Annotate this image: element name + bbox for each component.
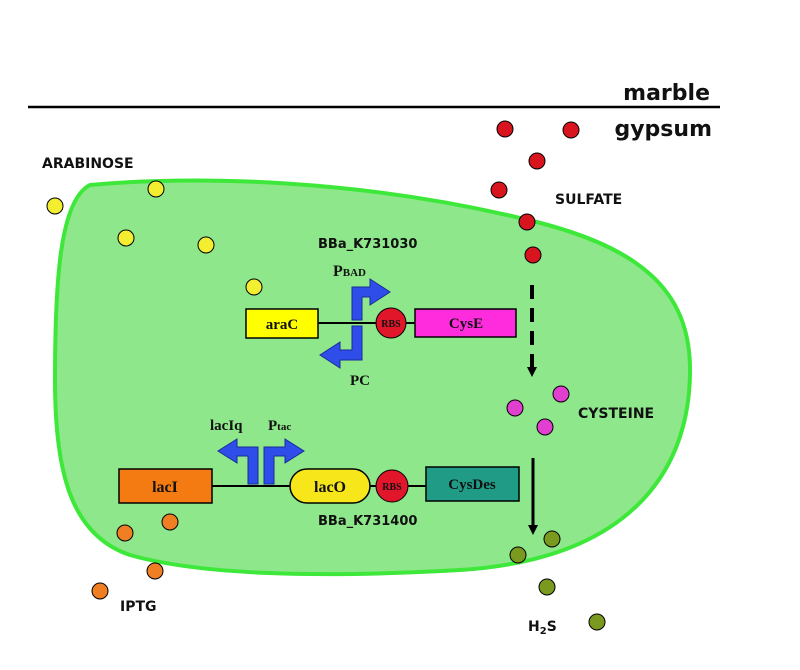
arac-gene-label: araC: [266, 317, 299, 333]
bba-k731400-label: BBa_K731400: [318, 514, 417, 529]
iptg-label: IPTG: [120, 599, 157, 615]
sulfate-molecule: [524, 246, 542, 264]
cyse-gene-box: [414, 308, 517, 338]
rbs-2: [375, 469, 409, 503]
iptg-molecules: [91, 513, 179, 600]
arabinose-molecule: [147, 180, 165, 198]
laci-gene-box: [118, 468, 213, 504]
pc-label: PC: [350, 373, 370, 389]
bacterial-cell: [52, 178, 693, 577]
laciq-promoter-arrow-icon: [217, 438, 259, 485]
h2s-molecule: [588, 613, 606, 631]
bba-k731030-label: BBa_K731030: [318, 237, 417, 252]
arabinose-molecule: [117, 229, 135, 247]
arabinose-label: ARABINOSE: [42, 156, 134, 172]
pbad-promoter-arrow-icon: [351, 278, 391, 321]
h2s-molecules: [509, 530, 606, 631]
cysteine-molecules: [506, 385, 570, 436]
iptg-molecule: [91, 582, 109, 600]
cysteine-molecule: [536, 418, 554, 436]
ptac-promoter-arrow-icon: [263, 438, 305, 485]
cysteine-molecule: [552, 385, 570, 403]
gypsum-label: gypsum: [614, 117, 712, 142]
iptg-molecule: [161, 513, 179, 531]
rbs-1-label: RBS: [381, 319, 401, 330]
h2s-molecule: [509, 546, 527, 564]
sulfate-label: SULFATE: [555, 192, 622, 208]
sulfate-molecule: [496, 120, 514, 138]
arabinose-molecule: [197, 236, 215, 254]
iptg-molecule: [146, 562, 164, 580]
ptac-label: Ptac: [268, 418, 291, 434]
laco-operator-label: lacO: [314, 479, 346, 496]
rbs-1: [375, 307, 407, 339]
h2s-molecule: [538, 578, 556, 596]
pc-promoter-arrow-icon: [319, 325, 363, 369]
cysteine-label: CYSTEINE: [578, 406, 654, 422]
laci-gene-label: lacI: [152, 479, 178, 496]
arabinose-molecules: [46, 180, 263, 296]
arabinose-molecule: [46, 197, 64, 215]
rbs-2-label: RBS: [382, 482, 402, 493]
arabinose-molecule: [245, 278, 263, 296]
sulfate-molecule: [562, 121, 580, 139]
marble-label: marble: [623, 81, 710, 106]
sulfate-molecule: [490, 181, 508, 199]
cyse-gene-label: CysE: [449, 316, 483, 332]
cysdes-gene-box: [425, 466, 520, 502]
sulfate-molecules: [490, 120, 580, 264]
sulfate-molecule: [528, 152, 546, 170]
arac-gene-box: [245, 308, 319, 339]
pbad-label: PBAD: [333, 263, 366, 280]
h2s-molecule: [543, 530, 561, 548]
cysdes-gene-label: CysDes: [448, 477, 496, 493]
cysteine-molecule: [506, 399, 524, 417]
h2s-label: H2S: [528, 619, 557, 637]
iptg-molecule: [116, 524, 134, 542]
laciq-label: lacIq: [210, 418, 243, 434]
sulfate-molecule: [518, 213, 536, 231]
